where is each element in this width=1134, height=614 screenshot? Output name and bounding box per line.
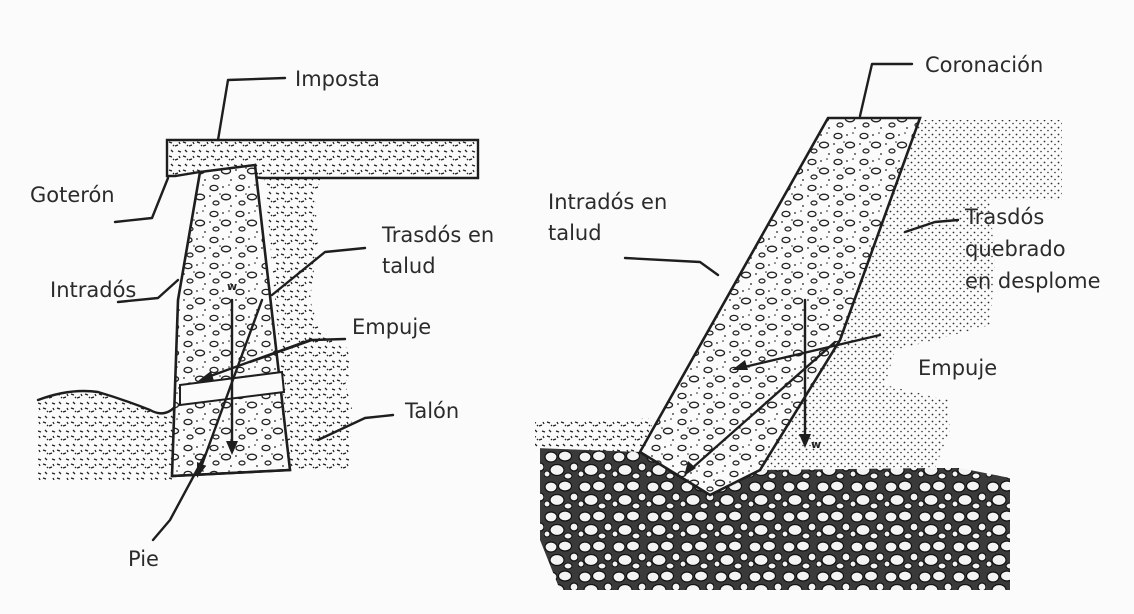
left-trasdos-label-line2: talud (382, 254, 436, 278)
right-wall-diagram: w (535, 116, 1062, 590)
gravel-foundation (540, 446, 1010, 590)
right-trasdos-label-line2: quebrado (965, 237, 1066, 261)
left-front-ground (38, 391, 180, 480)
goteron-label: Goterón (30, 183, 115, 207)
coronacion-label: Coronación (925, 53, 1043, 77)
left-leader-lines (113, 76, 395, 542)
left-backfill-soil (255, 140, 352, 470)
left-trasdos-label-line1: Trasdós en (381, 223, 494, 247)
right-empuje-label: Empuje (918, 356, 997, 380)
right-wall-body (638, 116, 922, 497)
right-intrados-label-line2: talud (548, 221, 602, 245)
right-trasdos-label-line3: en desplome (965, 269, 1101, 293)
right-trasdos-label-line1: Trasdós (964, 205, 1044, 229)
right-front-ground (535, 418, 655, 452)
left-wall-diagram: w (36, 138, 480, 480)
imposta-label: Imposta (295, 67, 380, 91)
left-weight-label: w (227, 280, 237, 293)
left-empuje-label: Empuje (352, 315, 431, 339)
right-backfill-soil (760, 120, 1062, 470)
right-weight-label: w (811, 438, 821, 451)
left-intrados-label: Intradós (50, 278, 136, 302)
right-intrados-label-line1: Intradós en (548, 190, 667, 214)
talon-label: Talón (404, 399, 459, 423)
pie-label: Pie (128, 547, 159, 571)
right-leader-lines (623, 62, 960, 277)
